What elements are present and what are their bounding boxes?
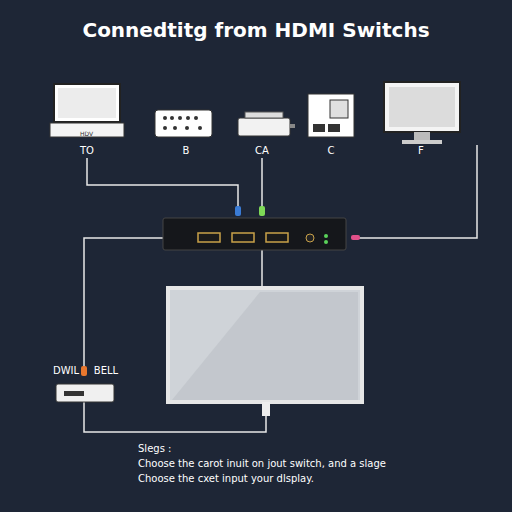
device-label: C — [328, 145, 335, 156]
note-text: Choose the carot inuit on jout switch, a… — [138, 458, 386, 469]
device-label: BELL — [94, 365, 118, 376]
device-node: B — [152, 106, 216, 160]
device-label: TO — [80, 145, 94, 156]
device-label: DWIL — [53, 365, 79, 376]
device-node: DWIL BELL — [44, 362, 130, 406]
note-text: Choose the cxet input your dlsplay. — [138, 473, 314, 484]
device-node: F — [380, 80, 464, 160]
title: Connedtitg from HDMI Switchs — [82, 18, 429, 42]
device-node: C — [304, 90, 358, 160]
device-label: B — [183, 145, 190, 156]
device-node: TO — [48, 80, 128, 160]
device-marking: HDV — [80, 130, 93, 137]
device-label: F — [418, 145, 424, 156]
device-label: CA — [255, 145, 269, 156]
device-node: CA — [234, 110, 298, 160]
note-text: Slegs : — [138, 443, 171, 454]
